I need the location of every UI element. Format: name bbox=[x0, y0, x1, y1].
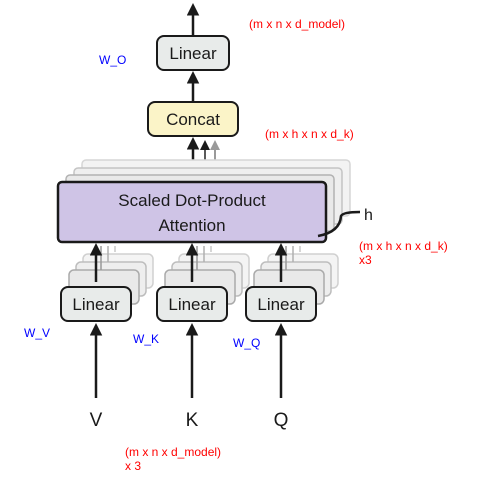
linear-k-box bbox=[156, 286, 228, 322]
concat-box bbox=[147, 101, 239, 137]
linear-output-label: Linear bbox=[169, 44, 217, 63]
linear-q-label: Linear bbox=[257, 295, 305, 314]
shape-attention-input-line2: x3 bbox=[359, 253, 372, 267]
weight-w-o: W_O bbox=[99, 53, 126, 67]
linear-output-box bbox=[156, 35, 230, 71]
heads-label: h bbox=[364, 207, 373, 224]
linear-k-label: Linear bbox=[168, 295, 216, 314]
shape-attention-input-line1: (m x h x n x d_k) bbox=[359, 239, 448, 253]
input-k-label: K bbox=[186, 410, 199, 431]
shape-input-line1: (m x n x d_model) bbox=[125, 445, 221, 459]
concat-label: Concat bbox=[166, 110, 220, 129]
shape-output: (m x n x d_model) bbox=[249, 17, 345, 31]
linear-v-box bbox=[60, 286, 132, 322]
input-q-label: Q bbox=[274, 410, 289, 431]
weight-w-k: W_K bbox=[133, 332, 159, 346]
weight-w-v: W_V bbox=[24, 326, 50, 340]
linear-v-label: Linear bbox=[72, 295, 120, 314]
shape-concat-input: (m x h x n x d_k) bbox=[265, 127, 354, 141]
attention-box bbox=[56, 180, 328, 244]
input-v-label: V bbox=[90, 410, 103, 431]
shape-input-line2: x 3 bbox=[125, 459, 141, 473]
attention-label-line2: Attention bbox=[158, 216, 225, 235]
attention-label-line1: Scaled Dot-Product bbox=[118, 191, 266, 210]
linear-q-box bbox=[245, 286, 317, 322]
weight-w-q: W_Q bbox=[233, 336, 260, 350]
heads-bracket bbox=[317, 210, 361, 238]
